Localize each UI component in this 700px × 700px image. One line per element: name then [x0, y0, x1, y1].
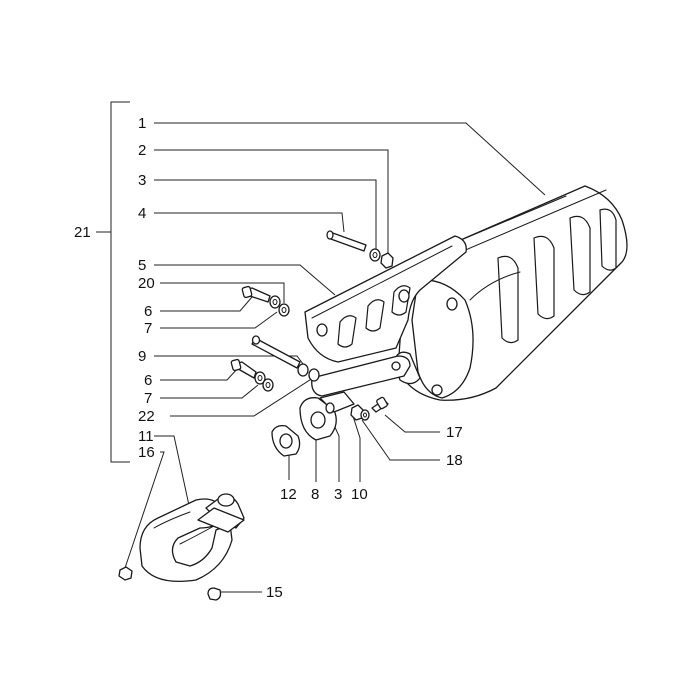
callout-7-upper: 7	[144, 320, 152, 337]
flange-8	[299, 391, 355, 441]
bolt-9	[251, 335, 301, 369]
washer-22	[262, 378, 274, 392]
callout-3-lower: 3	[334, 486, 342, 503]
callout-labels: 1 2 3 4 5 20 6 7 9 6 7 22 11 16 21 17 18…	[74, 115, 463, 601]
callout-8: 8	[311, 486, 319, 503]
callout-22: 22	[138, 408, 155, 425]
bolt-17	[371, 396, 389, 413]
callout-18: 18	[446, 452, 463, 469]
callout-5: 5	[138, 257, 146, 274]
callout-10: 10	[351, 486, 368, 503]
group-bracket-21	[96, 101, 130, 463]
clip-15	[207, 587, 222, 601]
callout-12: 12	[280, 486, 297, 503]
bolt-6-upper	[241, 285, 271, 303]
callout-21: 21	[74, 224, 91, 241]
callout-7-lower: 7	[144, 390, 152, 407]
exhaust-pipe-11	[139, 493, 245, 583]
muffler-body	[393, 185, 628, 401]
leader-lines	[124, 122, 546, 593]
mounting-bracket	[311, 355, 411, 397]
washer-7-lower	[254, 371, 266, 385]
gasket-12	[271, 424, 301, 457]
callout-3-upper: 3	[138, 172, 146, 189]
callout-4: 4	[138, 205, 146, 222]
callout-6-upper: 6	[144, 303, 152, 320]
bolt-4	[326, 230, 367, 252]
nut-2	[380, 252, 394, 269]
callout-16: 16	[138, 444, 155, 461]
callout-9: 9	[138, 348, 146, 365]
nut-16	[118, 566, 133, 581]
callout-2: 2	[138, 142, 146, 159]
washer-near-9	[297, 363, 320, 382]
callout-17: 17	[446, 424, 463, 441]
callout-1: 1	[138, 115, 146, 132]
callout-15: 15	[266, 584, 283, 601]
heat-shield	[304, 235, 467, 363]
washer-3-lower	[325, 402, 335, 414]
washer-20	[269, 295, 281, 309]
callout-6-lower: 6	[144, 372, 152, 389]
washer-3-upper	[369, 248, 381, 262]
callout-20: 20	[138, 275, 155, 292]
washer-7-upper	[278, 303, 290, 317]
bolt-6-lower	[230, 358, 257, 379]
washer-18	[360, 409, 370, 421]
callout-11: 11	[138, 428, 154, 445]
